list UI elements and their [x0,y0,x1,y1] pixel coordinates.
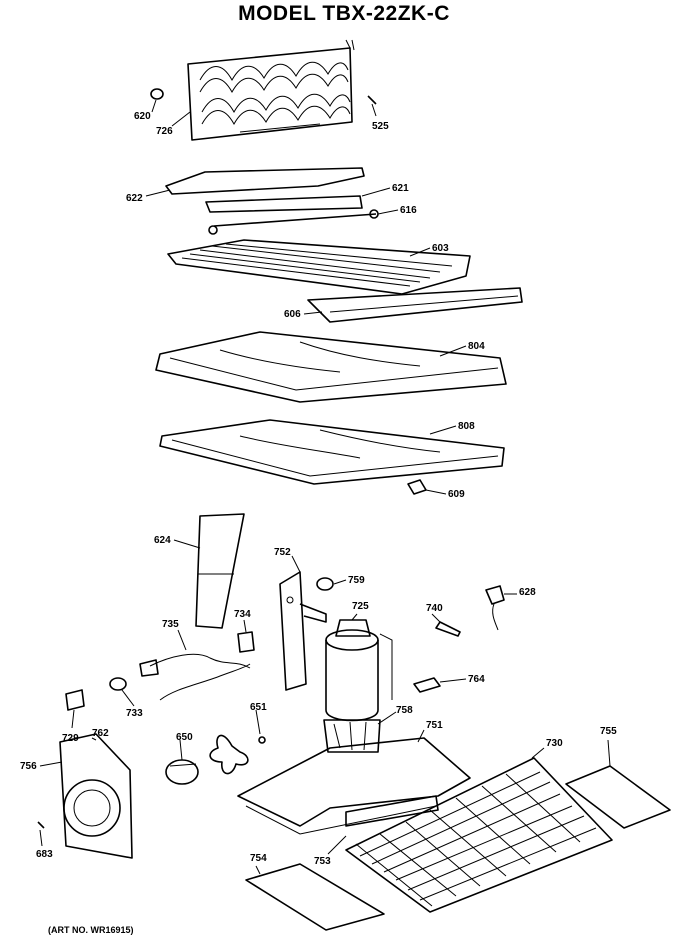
pan-804[interactable] [155,331,507,403]
callout-752: 752 [274,547,291,558]
callout-730: 730 [546,738,563,749]
part-753[interactable] [345,795,439,827]
callout-764: 764 [468,674,485,685]
fan-blade-651[interactable] [209,734,266,775]
part-620[interactable] [150,88,164,100]
heater-621[interactable] [205,195,363,213]
callout-734: 734 [234,609,251,620]
callout-620: 620 [134,111,151,122]
callout-758: 758 [396,705,413,716]
panel-754[interactable] [245,863,385,931]
callout-762: 762 [92,728,109,739]
callout-683: 683 [36,849,53,860]
part-759[interactable] [316,577,334,591]
condenser-730[interactable] [345,757,613,913]
part-609[interactable] [407,479,427,495]
leader-lines [39,99,611,875]
callout-753: 753 [314,856,331,867]
callout-525: 525 [372,121,389,132]
fan-shroud-756[interactable] [59,733,133,859]
part-525[interactable] [367,95,377,105]
callout-733: 733 [126,708,143,719]
duct-606[interactable] [307,287,523,323]
part-740[interactable] [435,621,461,637]
callout-616: 616 [400,205,417,216]
callout-621: 621 [392,183,409,194]
fan-motor-650[interactable] [165,759,199,785]
part-734[interactable] [237,631,255,653]
callout-754: 754 [250,853,267,864]
callout-606: 606 [284,309,301,320]
callout-735: 735 [162,619,179,630]
heater-rod-616[interactable] [208,209,379,235]
callout-628: 628 [519,587,536,598]
callout-labels: 620 726 525 622 621 616 603 606 804 808 … [20,111,617,867]
callout-756: 756 [20,761,37,772]
diagram-title: MODEL TBX-22ZK-C [238,2,450,25]
callout-804: 804 [468,341,485,352]
callout-603: 603 [432,243,449,254]
shelf-603[interactable] [167,239,471,295]
part-764[interactable] [413,677,441,693]
base-751[interactable] [237,737,471,835]
part-628[interactable] [485,585,505,631]
callout-726: 726 [156,126,173,137]
callout-729: 729 [62,733,79,744]
callout-725: 725 [352,601,369,612]
callout-609: 609 [448,489,465,500]
callout-751: 751 [426,720,443,731]
screw-683[interactable] [37,821,45,829]
pan-808[interactable] [159,419,505,485]
harness-735[interactable] [139,653,251,701]
part-729[interactable] [65,689,85,711]
callout-622: 622 [126,193,143,204]
bracket-752[interactable] [279,571,327,691]
duct-624[interactable] [195,513,245,629]
compressor-725[interactable] [325,619,393,722]
callout-740: 740 [426,603,443,614]
callout-808: 808 [458,421,475,432]
art-number: (ART NO. WR16915) [48,925,134,935]
panel-755[interactable] [565,765,671,829]
callout-755: 755 [600,726,617,737]
callout-624: 624 [154,535,171,546]
cover-622[interactable] [165,167,365,195]
callout-650: 650 [176,732,193,743]
callout-759: 759 [348,575,365,586]
evaporator-coil-726[interactable] [187,39,355,141]
callout-651: 651 [250,702,267,713]
part-733[interactable] [109,677,127,691]
